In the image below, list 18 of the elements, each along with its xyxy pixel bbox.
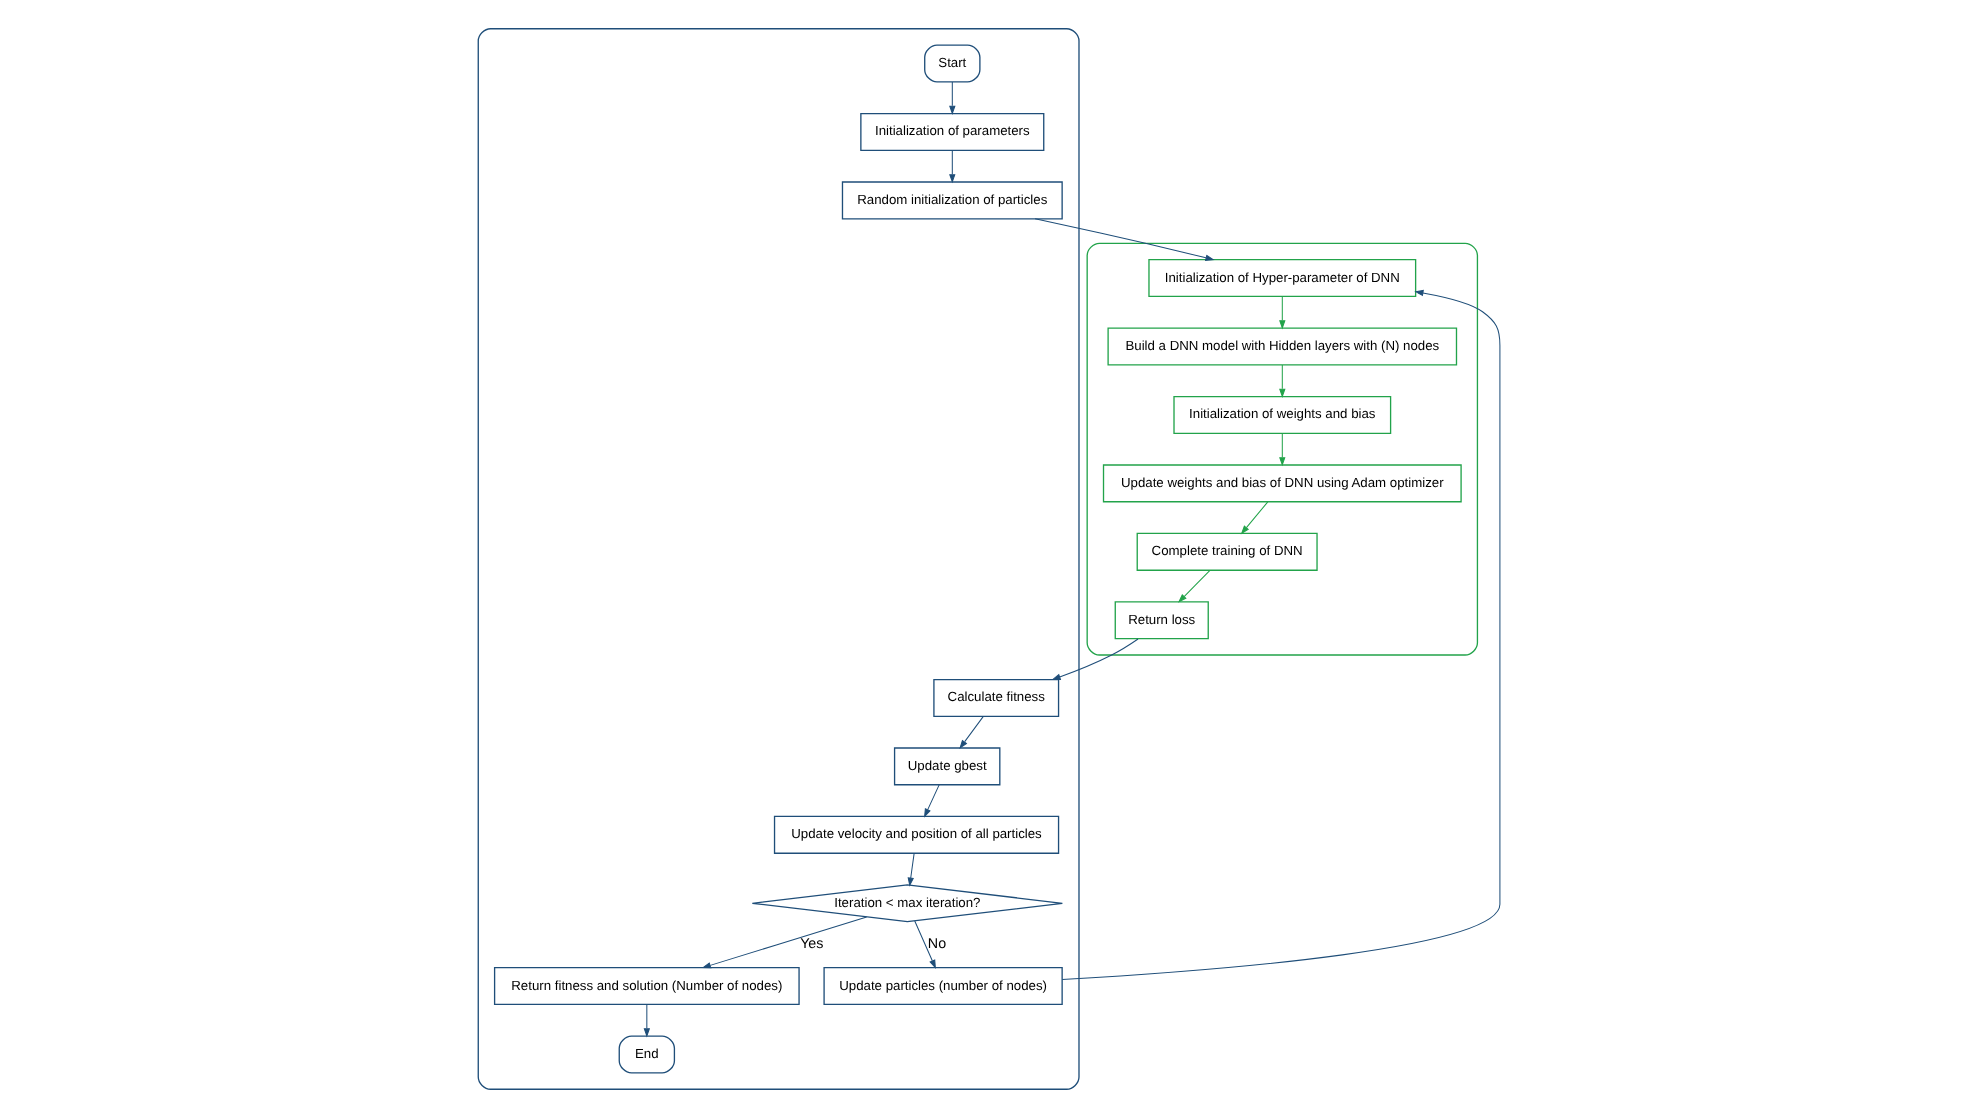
arrow xyxy=(949,149,956,184)
arrow xyxy=(959,715,984,750)
arrow xyxy=(1051,638,1139,680)
arrow xyxy=(1034,218,1215,261)
arrow xyxy=(949,81,956,115)
arrow xyxy=(1279,432,1286,467)
arrow xyxy=(907,852,915,887)
arrow xyxy=(1279,364,1286,398)
arrow xyxy=(1240,501,1269,535)
arrow xyxy=(701,916,868,969)
arrow xyxy=(914,920,936,969)
arrow xyxy=(924,784,940,818)
arrow xyxy=(643,1004,651,1038)
cluster xyxy=(477,28,1080,1090)
arrow xyxy=(1177,569,1211,603)
cluster xyxy=(1086,242,1479,656)
arrow xyxy=(1279,296,1286,330)
arrow xyxy=(1061,289,1501,980)
